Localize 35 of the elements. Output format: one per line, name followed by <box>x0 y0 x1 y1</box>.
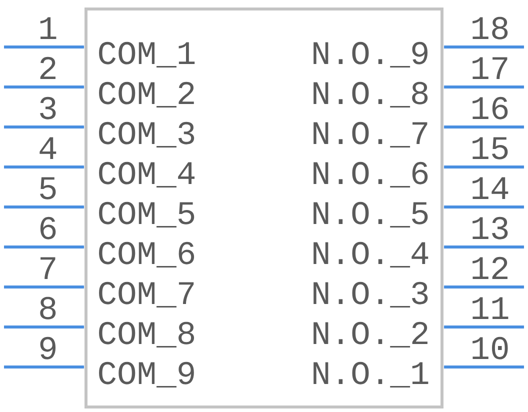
pin-number: 15 <box>472 137 508 160</box>
pin-name: COM_7 <box>99 282 194 308</box>
pin-number: 17 <box>472 57 508 79</box>
pin-number: 10 <box>472 336 508 360</box>
pin-number: 11 <box>472 297 508 319</box>
pin-name: N.O._4 <box>314 242 428 268</box>
pin-number: 14 <box>472 177 508 199</box>
pin-name: N.O._9 <box>314 42 428 68</box>
pin-name: N.O._1 <box>314 362 428 388</box>
pin-number: 8 <box>40 296 56 320</box>
pin-name: N.O._8 <box>314 82 428 108</box>
pin-number: 5 <box>40 177 56 200</box>
pin-name: COM_2 <box>99 82 194 108</box>
pin-name: COM_1 <box>99 42 195 68</box>
pin-number: 2 <box>40 56 56 79</box>
pin-name: N.O._2 <box>314 322 428 348</box>
pin-number: 18 <box>472 16 508 40</box>
pin-number: 13 <box>472 216 508 240</box>
pin-name: COM_4 <box>99 162 195 188</box>
pin-number: 6 <box>40 216 56 240</box>
pin-number: 16 <box>472 96 508 120</box>
pin-number: 9 <box>40 336 56 360</box>
pin-number: 12 <box>472 256 508 279</box>
pin-name: N.O._7 <box>314 122 428 148</box>
pin-name: N.O._6 <box>314 162 428 188</box>
pin-name: COM_9 <box>99 362 194 388</box>
pin-name: COM_8 <box>99 322 194 348</box>
pin-name: N.O._5 <box>314 202 428 228</box>
symbol-body <box>84 8 444 408</box>
pin-number: 7 <box>40 257 56 279</box>
pin-number: 3 <box>40 96 56 120</box>
pin-name: COM_3 <box>99 122 194 148</box>
pin-name: COM_5 <box>99 202 194 228</box>
pin-name: N.O._3 <box>314 282 428 308</box>
pin-name: COM_6 <box>99 242 194 268</box>
